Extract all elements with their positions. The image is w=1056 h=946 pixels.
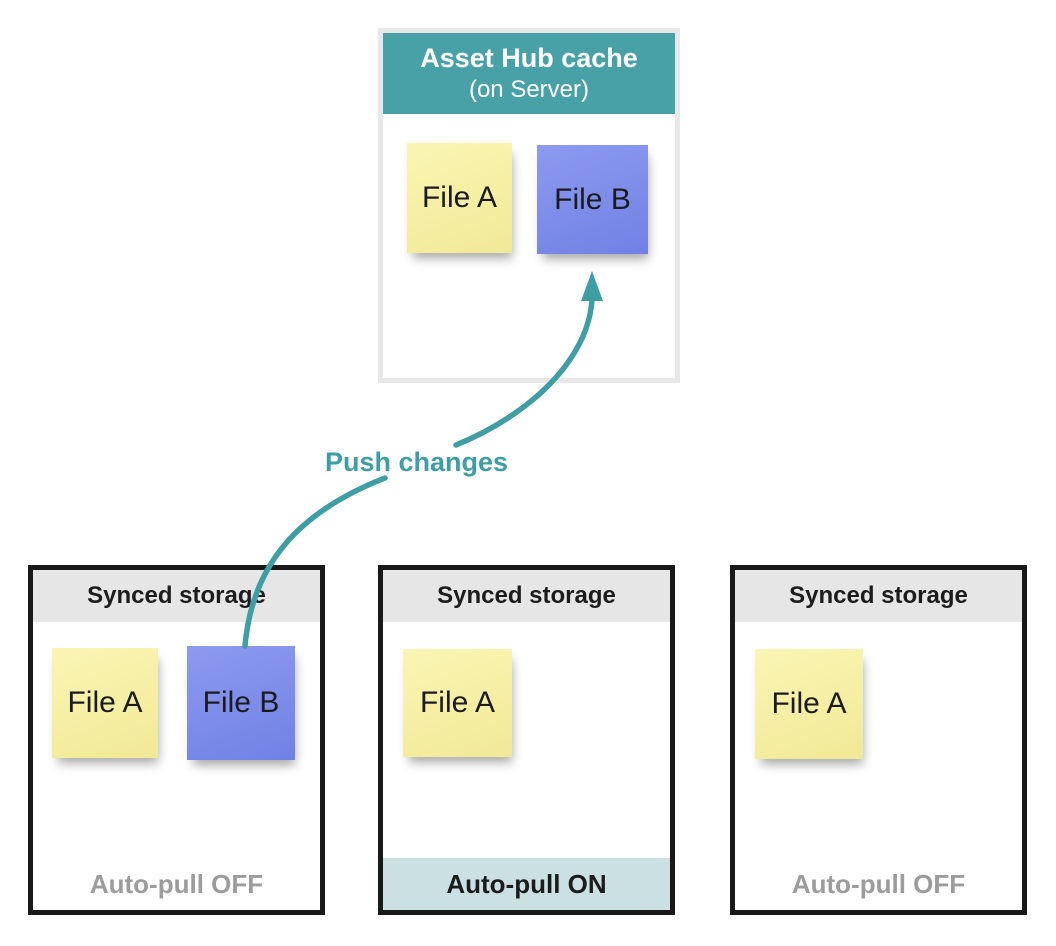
synced-storage-label: Synced storage xyxy=(87,582,266,609)
left-file-b-note: File B xyxy=(187,646,295,760)
right-file-a-note: File A xyxy=(755,649,863,759)
left-file-a-note: File A xyxy=(52,648,158,758)
server-file-b-note: File B xyxy=(537,145,648,254)
auto-pull-status-right: Auto-pull OFF xyxy=(791,869,966,899)
asset-hub-cache-subtitle: (on Server) xyxy=(468,76,590,104)
asset-hub-cache-title: Asset Hub cache xyxy=(420,42,638,73)
synced-storage-box-middle: Synced storage File A Auto-pull ON xyxy=(378,565,675,915)
asset-hub-cache-header: Asset Hub cache (on Server) xyxy=(383,33,675,114)
server-file-a-note: File A xyxy=(407,143,512,253)
push-changes-label: Push changes xyxy=(325,447,509,477)
synced-storage-label: Synced storage xyxy=(789,582,968,609)
synced-storage-title-left: Synced storage xyxy=(33,570,320,622)
synced-storage-box-right: Synced storage File A Auto-pull OFF xyxy=(730,565,1027,915)
middle-file-a-note: File A xyxy=(403,649,512,757)
auto-pull-status-left: Auto-pull OFF xyxy=(89,869,264,899)
synced-storage-title-middle: Synced storage xyxy=(383,570,670,622)
auto-pull-status-middle: Auto-pull ON xyxy=(383,858,670,910)
synced-storage-title-right: Synced storage xyxy=(735,570,1022,622)
synced-storage-label: Synced storage xyxy=(437,582,616,609)
asset-hub-cache-box: Asset Hub cache (on Server) File A File … xyxy=(378,28,680,383)
synced-storage-box-left: Synced storage File A File B Auto-pull O… xyxy=(28,565,325,915)
